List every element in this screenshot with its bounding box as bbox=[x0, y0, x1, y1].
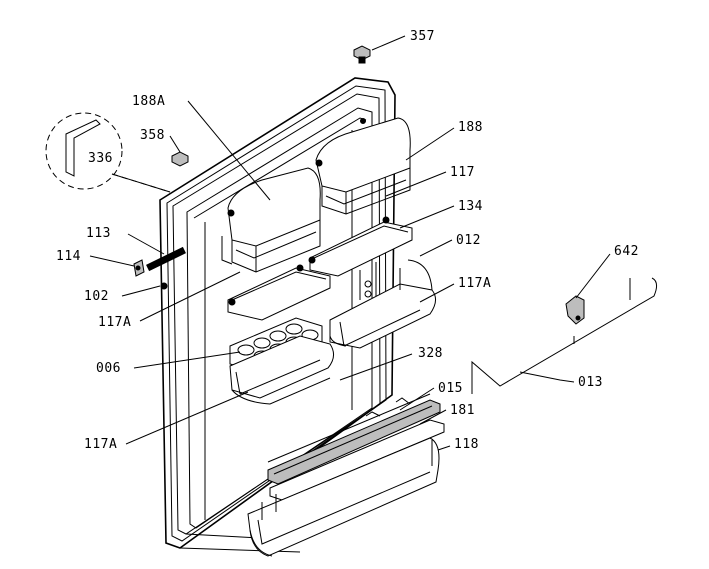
part-358-block bbox=[171, 151, 189, 167]
label-012: 012 bbox=[456, 233, 481, 248]
label-642: 642 bbox=[614, 244, 639, 259]
part-113-hinge-strip bbox=[146, 246, 186, 272]
shelf-134 bbox=[308, 216, 413, 300]
label-117a-left: 117A bbox=[98, 315, 131, 330]
label-114: 114 bbox=[56, 249, 81, 264]
label-188: 188 bbox=[458, 120, 483, 135]
label-328: 328 bbox=[418, 346, 443, 361]
label-102: 102 bbox=[84, 289, 109, 304]
label-118: 118 bbox=[454, 437, 479, 452]
label-336: 336 bbox=[88, 151, 113, 166]
label-357: 357 bbox=[410, 29, 435, 44]
label-006: 006 bbox=[96, 361, 121, 376]
shelf-015 bbox=[267, 393, 441, 485]
part-114-bracket bbox=[133, 259, 145, 277]
part-642-clip bbox=[565, 295, 585, 325]
label-134: 134 bbox=[458, 199, 483, 214]
label-117a-bottom: 117A bbox=[84, 437, 117, 452]
label-113: 113 bbox=[86, 226, 111, 241]
part-labels: 357 188A 358 188 336 117 134 113 012 114… bbox=[56, 29, 639, 452]
bin-188a bbox=[221, 167, 321, 273]
part-357-knob bbox=[353, 45, 371, 64]
label-013: 013 bbox=[578, 375, 603, 390]
label-181: 181 bbox=[450, 403, 475, 418]
shelf-181 bbox=[269, 419, 445, 501]
label-015: 015 bbox=[438, 381, 463, 396]
part-336-detail bbox=[45, 112, 171, 193]
label-358: 358 bbox=[140, 128, 165, 143]
bin-117a-right bbox=[329, 259, 436, 349]
leader-lines bbox=[89, 35, 611, 451]
label-117-top: 117 bbox=[450, 165, 475, 180]
shelf-upper-left bbox=[227, 264, 331, 321]
label-117a-right: 117A bbox=[458, 276, 491, 291]
bin-117a-left bbox=[229, 335, 334, 405]
bin-188 bbox=[315, 117, 411, 215]
label-188a: 188A bbox=[132, 94, 165, 109]
part-102-screw bbox=[160, 282, 168, 290]
bin-118 bbox=[247, 437, 440, 557]
part-013-wire bbox=[471, 277, 658, 394]
